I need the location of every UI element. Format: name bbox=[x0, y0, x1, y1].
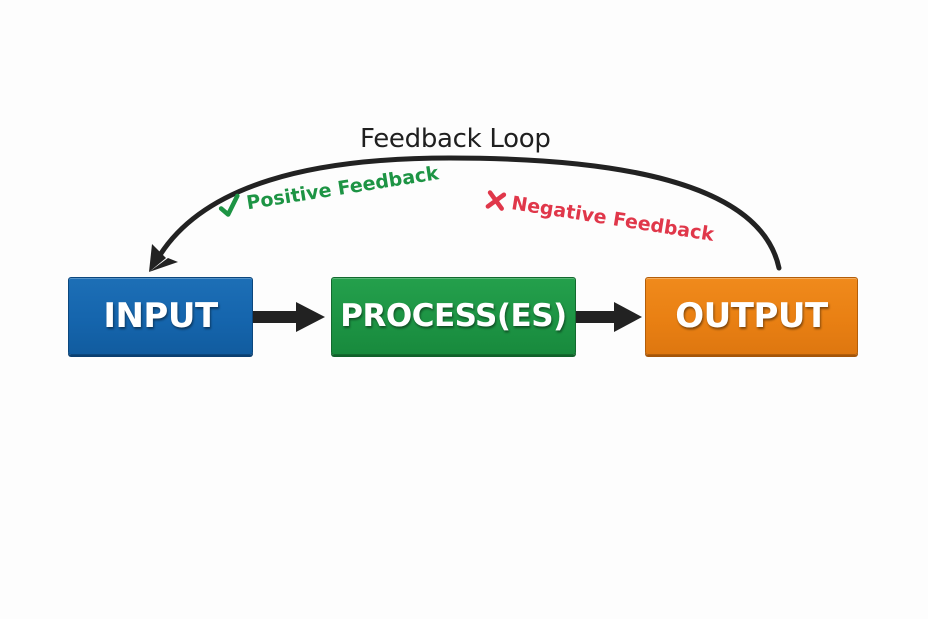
output-box: OUTPUT bbox=[645, 277, 858, 355]
input-box: INPUT bbox=[68, 277, 253, 355]
diagram-title: Feedback Loop bbox=[360, 124, 551, 154]
process-label: PROCESS(ES) bbox=[340, 298, 567, 334]
arrow-process-output-head-icon bbox=[614, 302, 642, 332]
feedback-arrowhead-icon bbox=[149, 244, 166, 272]
output-label: OUTPUT bbox=[675, 296, 828, 336]
cross-icon bbox=[485, 190, 507, 211]
positive-feedback-label: Positive Feedback bbox=[216, 161, 440, 220]
feedback-arrowhead-wing bbox=[149, 258, 178, 272]
arrow-input-process-shaft bbox=[253, 311, 298, 323]
process-box: PROCESS(ES) bbox=[331, 277, 576, 355]
input-label: INPUT bbox=[103, 296, 218, 336]
arrow-process-output-shaft bbox=[576, 311, 616, 323]
feedback-loop-arrow bbox=[157, 155, 782, 271]
check-icon bbox=[218, 193, 240, 217]
negative-feedback-label: Negative Feedback bbox=[484, 188, 715, 246]
arrow-input-process-head-icon bbox=[296, 302, 325, 332]
